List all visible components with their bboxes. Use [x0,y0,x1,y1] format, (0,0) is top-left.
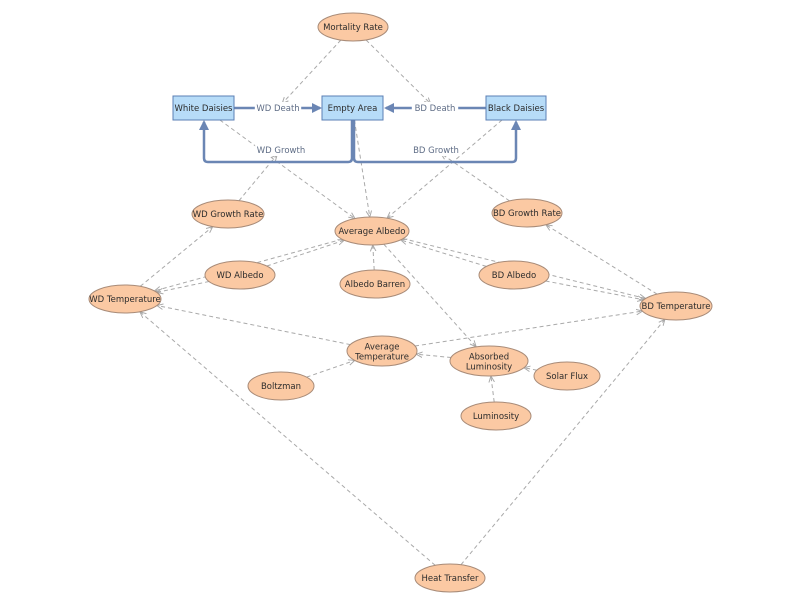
variable-label: Average Albedo [338,227,405,237]
variable-label: WD Growth Rate [193,210,264,220]
stock-black-daisies[interactable]: Black Daisies [485,95,547,121]
flow-label-layer: WD Death BD Death WD Growth BD Growth [254,102,462,156]
variable-bd-albedo[interactable]: BD Albedo [478,260,550,290]
flow-wd-growth[interactable] [199,120,354,164]
link-solar-flux-to-absorbed-luminosity [524,368,537,371]
link-empty-area-to-average-albedo [353,119,369,217]
link-absorbed-luminosity-to-average-temperature [416,354,452,357]
link-mortality-rate-to-bd-death [365,39,431,104]
flow-label-bg [254,102,302,114]
variable-label: BD Temperature [642,302,711,312]
variable-label: Mortality Rate [323,23,383,33]
flow-label-text: WD Death [256,104,299,114]
variable-ellipse [639,291,713,321]
variable-boltzman[interactable]: Boltzman [247,371,315,401]
variable-ellipse [346,335,418,367]
link-wd-temperature-to-wd-growth-rate [139,227,212,287]
variable-label: WD Albedo [216,271,263,281]
link-albedo-barren-to-average-albedo [373,245,374,271]
stock-label: White Daisies [175,104,234,114]
variable-ellipse [339,269,411,299]
variable-wd-growth-rate[interactable]: WD Growth Rate [191,199,265,229]
link-layer [139,39,665,566]
variable-ellipse [478,260,550,290]
link-average-albedo-to-absorbed-luminosity [383,243,476,346]
link-wd-albedo-to-wd-temperature [157,281,210,293]
variable-ellipse [449,345,529,377]
link-bd-albedo-to-average-albedo [401,240,487,267]
link-average-temperature-to-wd-temperature [157,306,351,346]
variable-albedo-barren[interactable]: Albedo Barren [339,269,411,299]
flow-label-bg [411,102,459,114]
variable-label: Boltzman [261,382,301,392]
variable-ellipse [460,401,532,431]
flow-label-wd-growth: WD Growth [255,144,307,156]
link-wd-albedo-to-average-albedo [266,240,344,267]
variable-ellipse [204,260,276,290]
variable-ellipse [491,198,563,228]
stock-box [172,95,235,121]
stock-empty-area[interactable]: Empty Area [321,95,384,121]
link-bd-temperature-to-bd-growth-rate [546,225,658,295]
link-boltzman-to-average-temperature [306,360,355,378]
variable-ellipse [317,12,389,42]
link-black-daisies-to-average-albedo [387,119,503,218]
variable-ellipse [414,563,486,593]
variable-average-albedo[interactable]: Average Albedo [334,216,410,246]
flow-label-bg [255,144,307,156]
variable-wd-albedo[interactable]: WD Albedo [204,260,276,290]
flow-label-bd-growth: BD Growth [410,144,462,156]
link-luminosity-to-absorbed-luminosity [491,376,494,403]
variable-label: Heat Transfer [421,574,479,584]
stock-white-daisies[interactable]: White Daisies [172,95,235,121]
flow-bd-growth[interactable] [352,120,521,164]
flow-label-wd-death: WD Death [254,102,302,114]
variable-label: Luminosity [473,412,519,422]
variable-ellipse [334,216,410,246]
stock-box [321,95,384,121]
stock-label: Empty Area [328,104,378,114]
variable-label: BD Albedo [492,271,536,281]
flow-label-text: BD Death [415,104,456,114]
variable-luminosity[interactable]: Luminosity [460,401,532,431]
node-layer: White Daisies Empty Area Black Daisies Mort… [88,12,713,593]
variable-label: BD Growth Rate [493,209,561,219]
link-average-temperature-to-bd-temperature [414,311,643,347]
variable-heat-transfer[interactable]: Heat Transfer [414,563,486,593]
variable-bd-temperature[interactable]: BD Temperature [639,291,713,321]
variable-ellipse [533,361,601,391]
flow-label-bg [410,144,462,156]
variable-ellipse [247,371,315,401]
link-bd-growth-rate-to-bd-growth [441,153,510,202]
flow-label-text: BD Growth [413,146,459,156]
flow-label-bd-death: BD Death [411,102,459,114]
variable-ellipse [191,199,265,229]
variable-label: Solar Flux [546,372,588,382]
link-heat-transfer-to-wd-temperature [140,312,436,566]
link-average-albedo-to-wd-temperature [154,238,343,291]
variable-ellipse [88,284,162,314]
variable-label: WD Temperature [89,295,161,305]
variable-label: Albedo Barren [345,280,405,290]
link-mortality-rate-to-wd-death [282,39,342,104]
flow-label-text: WD Growth [257,146,305,156]
link-bd-albedo-to-bd-temperature [545,280,644,300]
variable-wd-temperature[interactable]: WD Temperature [88,284,162,314]
variable-bd-growth-rate[interactable]: BD Growth Rate [491,198,563,228]
variable-mortality-rate[interactable]: Mortality Rate [317,12,389,42]
stock-label: Black Daisies [488,104,545,114]
stock-box [485,95,547,121]
variable-solar-flux[interactable]: Solar Flux [533,361,601,391]
